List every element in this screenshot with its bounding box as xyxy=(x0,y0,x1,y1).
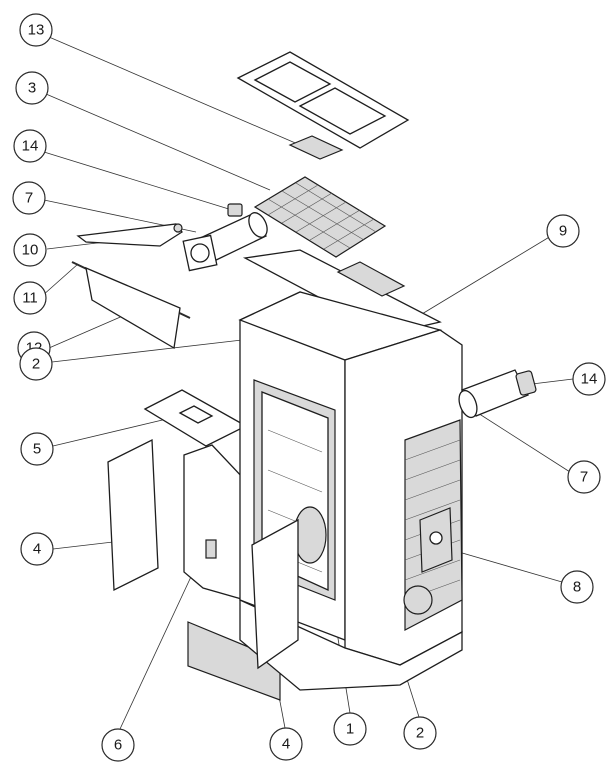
callout-4-left: 4 xyxy=(20,532,54,566)
callout-7-right-label: 7 xyxy=(580,469,588,486)
callout-6: 6 xyxy=(101,728,135,762)
rod-bracket xyxy=(76,223,183,247)
callout-7-right: 7 xyxy=(567,460,601,494)
callout-10-label: 10 xyxy=(22,242,39,259)
callout-2-mid: 2 xyxy=(19,347,53,381)
callout-6-label: 6 xyxy=(114,737,122,754)
callout-3: 3 xyxy=(15,71,49,105)
callout-4-front: 4 xyxy=(269,727,303,761)
callout-7-left: 7 xyxy=(12,181,46,215)
flue-pipe-left xyxy=(182,212,268,272)
callout-2-bottom-label: 2 xyxy=(416,725,424,742)
callout-4-left-label: 4 xyxy=(33,541,41,558)
callout-1: 1 xyxy=(333,712,367,746)
callout-2-mid-label: 2 xyxy=(32,356,40,373)
callout-4-front-label: 4 xyxy=(282,736,290,753)
callout-13-label: 13 xyxy=(28,22,45,39)
callout-14-left: 14 xyxy=(13,129,47,163)
callout-5-label: 5 xyxy=(33,441,41,458)
callout-14-right: 14 xyxy=(572,362,606,396)
callout-2-bottom: 2 xyxy=(403,716,437,750)
callout-14-right-label: 14 xyxy=(581,371,598,388)
inner-rear-panel xyxy=(183,444,281,701)
callout-9: 9 xyxy=(546,214,580,248)
top-cover-plate xyxy=(236,51,410,160)
callout-8-label: 8 xyxy=(573,579,581,596)
callout-3-label: 3 xyxy=(28,80,36,97)
flue-clamp-right xyxy=(515,370,537,396)
flue-pipe-right xyxy=(458,369,529,419)
callout-10: 10 xyxy=(13,233,47,267)
callout-9-label: 9 xyxy=(559,223,567,240)
front-door xyxy=(251,518,299,670)
callout-11-label: 11 xyxy=(22,290,38,307)
top-insulation-board xyxy=(143,389,248,447)
control-board xyxy=(403,507,453,615)
flue-clamp-left xyxy=(227,203,243,217)
deflector-plate xyxy=(71,261,191,350)
callout-11: 11 xyxy=(13,281,47,315)
callout-5: 5 xyxy=(20,432,54,466)
callout-7-left-label: 7 xyxy=(25,190,33,207)
callout-14-left-label: 14 xyxy=(22,138,39,155)
callout-1-label: 1 xyxy=(346,721,354,738)
callout-8: 8 xyxy=(560,570,594,604)
side-insulation-panel xyxy=(107,438,159,592)
callout-13: 13 xyxy=(19,13,53,47)
burner-grate xyxy=(253,176,387,258)
